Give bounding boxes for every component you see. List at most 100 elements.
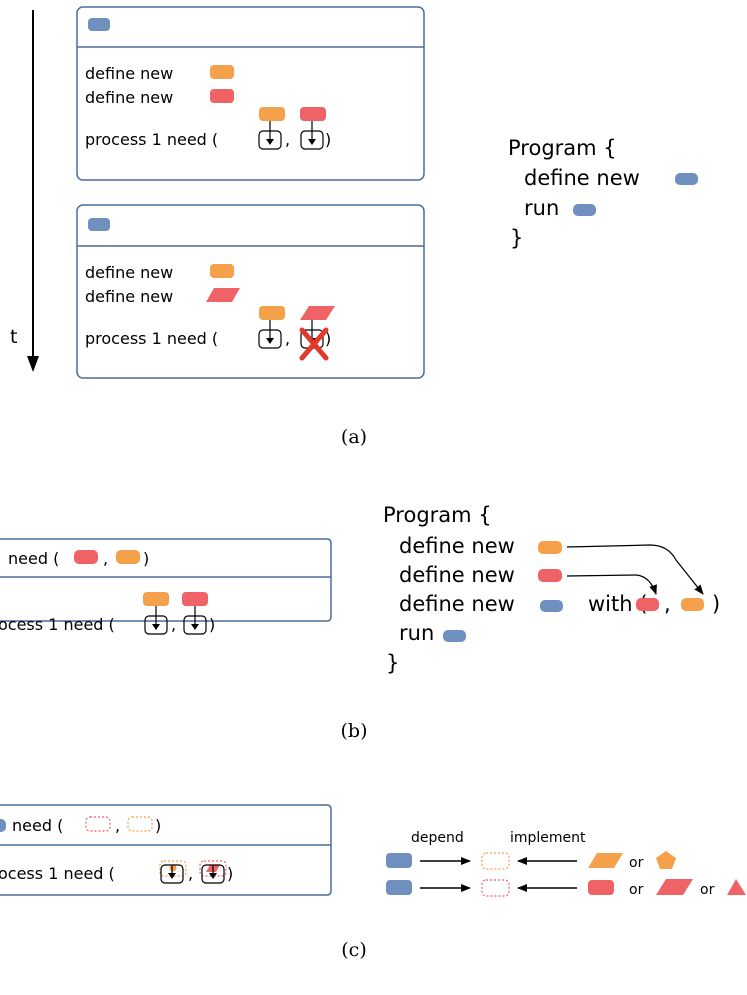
- slot-icon: [160, 864, 184, 884]
- blue-token: [88, 18, 110, 31]
- time-axis-arrowhead: [27, 356, 39, 372]
- slot-arrowhead: [152, 624, 160, 630]
- program-listing-b: Program { define new define new define n…: [383, 503, 720, 675]
- caption-c: (c): [341, 939, 366, 961]
- blue-token: [540, 600, 563, 612]
- comma: ,: [188, 864, 193, 883]
- process-box-1: define new define new process 1 need ( ,…: [76, 6, 425, 181]
- slot-arrowhead: [191, 624, 199, 630]
- program-define: define new: [524, 166, 640, 190]
- program-define-1: define new: [399, 534, 515, 558]
- red-placeholder-token: [481, 879, 510, 897]
- box-frame: [0, 804, 332, 896]
- box-frame: [76, 6, 425, 181]
- legend-implement-label: implement: [510, 830, 586, 846]
- program-close: }: [510, 226, 523, 250]
- legend-depend-label: depend: [411, 830, 464, 846]
- orange-token: [116, 550, 140, 564]
- orange-parallelogram-token: [588, 853, 623, 868]
- define-line-2: define new: [85, 287, 173, 306]
- red-token: [182, 592, 208, 606]
- comma: ,: [171, 615, 176, 634]
- blue-token: [386, 853, 412, 868]
- red-token: [74, 550, 98, 564]
- slot-arrowhead: [209, 873, 217, 879]
- orange-token: [210, 264, 234, 278]
- red-triangle-token: [727, 879, 746, 895]
- blue-token: [0, 819, 6, 832]
- header-need: need (: [12, 816, 63, 835]
- legend-or: or: [629, 855, 644, 871]
- header-close: ): [143, 549, 149, 568]
- caption-b: (b): [341, 720, 368, 742]
- panel-a: t define new define new process 1 need (…: [10, 6, 698, 448]
- blue-token: [573, 204, 596, 216]
- red-placeholder-token: [85, 816, 111, 832]
- orange-placeholder-token: [127, 816, 153, 832]
- process-box-b: need ( , ) ocess 1 need ( , ): [0, 538, 332, 635]
- header-need: need (: [8, 549, 59, 568]
- orange-placeholder-token: [481, 852, 510, 870]
- red-token: [588, 880, 614, 895]
- legend-or: or: [700, 882, 715, 898]
- close-paren: ): [227, 864, 233, 883]
- red-parallelogram-token: [656, 879, 693, 895]
- orange-token: [538, 541, 562, 554]
- program-close: }: [386, 651, 399, 675]
- process-line: ocess 1 need (: [0, 615, 115, 634]
- program-run: run: [399, 621, 434, 645]
- panel-b: need ( , ) ocess 1 need ( , ) Program { …: [0, 503, 720, 742]
- program-run: run: [524, 196, 559, 220]
- process-box-c: need ( , ) ocess 1 need ( , ): [0, 804, 332, 896]
- close-paren: ): [209, 615, 215, 634]
- red-token: [538, 569, 562, 582]
- cross-icon: [299, 327, 329, 361]
- program-open: Program {: [508, 136, 617, 160]
- comma: ,: [285, 329, 290, 348]
- header-comma: ,: [115, 816, 120, 835]
- program-define-2: define new: [399, 563, 515, 587]
- link-arrow-orange: [566, 544, 704, 595]
- red-token: [300, 107, 326, 121]
- process-line: ocess 1 need (: [0, 864, 115, 883]
- slot-icon: [201, 864, 225, 884]
- process-line: process 1 need (: [85, 130, 218, 149]
- slot-arrowhead: [168, 873, 176, 879]
- process-box-2: define new define new process 1 need ( ,…: [76, 204, 425, 379]
- define-line-1: define new: [85, 263, 173, 282]
- process-line: process 1 need (: [85, 329, 218, 348]
- orange-token: [681, 598, 704, 611]
- orange-token: [210, 65, 234, 79]
- comma: ,: [285, 130, 290, 149]
- caption-a: (a): [341, 426, 367, 448]
- define-line-1: define new: [85, 64, 173, 83]
- program-open: Program {: [383, 503, 492, 527]
- define-line-2: define new: [85, 88, 173, 107]
- red-parallelogram-token: [206, 288, 240, 302]
- red-token: [210, 89, 234, 103]
- blue-token: [675, 173, 698, 185]
- box-frame: [76, 204, 425, 379]
- panel-c: need ( , ) ocess 1 need ( , ) depend imp…: [0, 804, 746, 961]
- red-parallelogram-token: [300, 306, 335, 320]
- blue-token: [88, 218, 110, 231]
- program-define-3: define new: [399, 592, 515, 616]
- orange-placeholder-token: [159, 860, 187, 877]
- red-placeholder-token: [199, 860, 227, 877]
- close-paren: ): [325, 130, 331, 149]
- slot-arrowhead: [308, 139, 316, 145]
- program-listing-a: Program { define new run }: [508, 136, 698, 250]
- with-close: ): [712, 592, 720, 616]
- orange-token: [143, 592, 169, 606]
- link-arrow-red: [566, 574, 657, 595]
- header-comma: ,: [103, 549, 108, 568]
- legend-or: or: [629, 882, 644, 898]
- with-comma: ,: [664, 592, 671, 616]
- legend: depend implement or or or: [386, 830, 746, 898]
- orange-token: [259, 306, 285, 320]
- blue-token: [386, 880, 412, 895]
- close-paren: ): [325, 329, 331, 348]
- slot-arrowhead: [266, 338, 274, 344]
- time-label: t: [10, 326, 17, 348]
- slot-arrowhead: [266, 139, 274, 145]
